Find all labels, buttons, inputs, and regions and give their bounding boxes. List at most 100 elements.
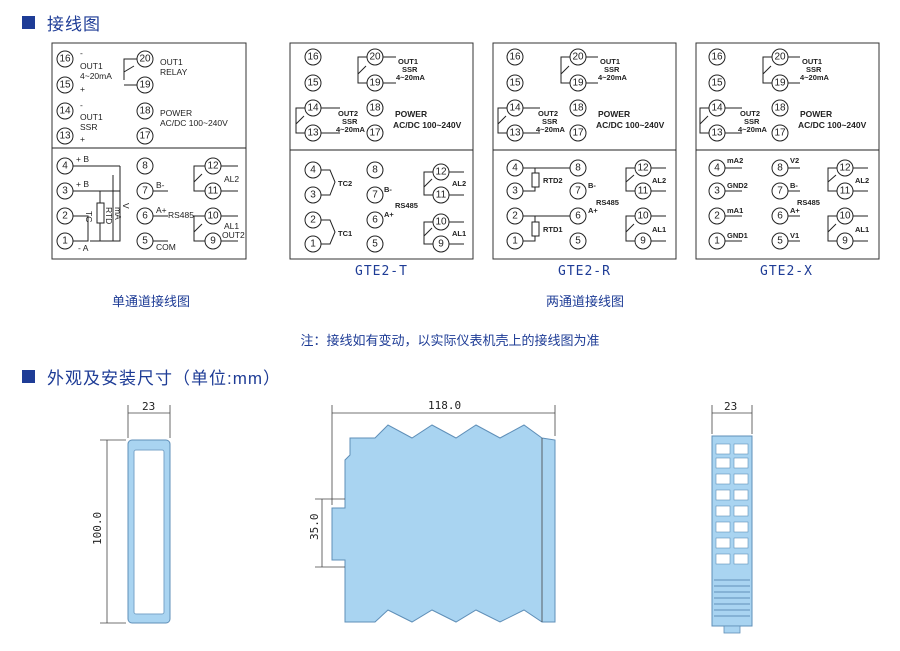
svg-text:2: 2	[714, 211, 720, 222]
rail-dimension: 35.0	[308, 514, 321, 541]
svg-text:9: 9	[640, 236, 646, 247]
svg-text:OUT2: OUT2	[740, 109, 760, 118]
svg-text:1: 1	[714, 236, 720, 247]
svg-text:10: 10	[839, 211, 851, 222]
svg-text:4~20mA: 4~20mA	[336, 125, 366, 134]
svg-text:12: 12	[839, 163, 851, 174]
svg-text:14: 14	[509, 103, 521, 114]
svg-text:2: 2	[62, 211, 68, 222]
svg-text:+ B: + B	[76, 154, 89, 164]
svg-text:mA: mA	[113, 207, 123, 220]
svg-text:18: 18	[774, 103, 786, 114]
svg-text:mA2: mA2	[727, 156, 743, 165]
svg-text:7: 7	[142, 186, 148, 197]
terminal-6: 6	[136, 207, 154, 225]
terminal-18: 18	[136, 102, 154, 120]
svg-text:RELAY: RELAY	[160, 67, 188, 77]
svg-text:V2: V2	[790, 156, 799, 165]
svg-text:AL2: AL2	[224, 174, 239, 184]
svg-text:1: 1	[62, 236, 68, 247]
t-terminal-18: 18	[366, 99, 384, 117]
svg-text:1: 1	[512, 236, 518, 247]
svg-text:AL1: AL1	[224, 221, 239, 231]
svg-text:15: 15	[59, 80, 71, 91]
svg-text:RTD2: RTD2	[543, 176, 563, 185]
terminal-2: 2	[56, 207, 74, 225]
svg-text:AL2: AL2	[855, 176, 869, 185]
svg-text:4: 4	[714, 163, 720, 174]
gte2-t-panel: 16 15 14 13 OUT2 SSR 4~20mA 20 19 18 17 …	[289, 42, 474, 260]
svg-text:16: 16	[59, 54, 71, 65]
svg-text:+ B: + B	[76, 179, 89, 189]
svg-text:15: 15	[307, 78, 319, 89]
model-label-r: GTE2-R	[558, 264, 611, 279]
svg-text:-: -	[80, 48, 83, 58]
t-terminal-6: 6	[366, 211, 384, 229]
svg-text:4: 4	[62, 161, 68, 172]
svg-text:5: 5	[142, 236, 148, 247]
svg-text:COM: COM	[156, 242, 176, 252]
svg-text:TC: TC	[84, 211, 94, 222]
svg-text:4~20mA: 4~20mA	[80, 71, 112, 81]
svg-text:19: 19	[774, 78, 786, 89]
svg-text:7: 7	[575, 186, 581, 197]
svg-text:17: 17	[572, 128, 584, 139]
t-terminal-3: 3	[304, 186, 322, 204]
svg-text:6: 6	[575, 211, 581, 222]
length-dimension: 118.0	[428, 399, 461, 412]
terminal-view: 23	[711, 400, 753, 634]
t-terminal-17: 17	[366, 124, 384, 142]
svg-text:V1: V1	[790, 231, 799, 240]
svg-text:+: +	[80, 84, 85, 94]
terminal-13: 13	[56, 127, 74, 145]
terminal-17: 17	[136, 127, 154, 145]
svg-text:8: 8	[372, 165, 378, 176]
svg-text:9: 9	[842, 236, 848, 247]
svg-text:TC2: TC2	[338, 179, 352, 188]
svg-text:16: 16	[711, 52, 723, 63]
svg-text:17: 17	[369, 128, 381, 139]
gte2-x-panel: 16 15 14 13 OUT2 SSR 4~20mA 20 19 18 17 …	[695, 42, 880, 260]
terminal-14: 14	[56, 102, 74, 120]
wiring-section-header: 接线图	[22, 10, 101, 35]
svg-text:20: 20	[572, 52, 584, 63]
front-width-dimension: 23	[142, 400, 155, 413]
svg-text:8: 8	[575, 163, 581, 174]
t-terminal-8: 8	[366, 161, 384, 179]
svg-text:AC/DC 100~240V: AC/DC 100~240V	[798, 120, 867, 130]
svg-text:16: 16	[307, 52, 319, 63]
model-label-t: GTE2-T	[355, 264, 408, 279]
t-terminal-20: 20	[366, 48, 384, 66]
front-view: 23 100.0	[91, 400, 171, 624]
svg-text:RS485: RS485	[395, 201, 418, 210]
svg-text:B-: B-	[790, 181, 798, 190]
svg-text:20: 20	[774, 52, 786, 63]
t-terminal-7: 7	[366, 186, 384, 204]
svg-text:5: 5	[777, 236, 783, 247]
svg-text:B-: B-	[384, 185, 392, 194]
svg-text:6: 6	[142, 211, 148, 222]
terminal-4: 4	[56, 157, 74, 175]
svg-text:14: 14	[59, 106, 71, 117]
svg-text:3: 3	[512, 186, 518, 197]
svg-text:SSR: SSR	[542, 117, 558, 126]
svg-text:- A: - A	[78, 243, 89, 253]
svg-text:RS485: RS485	[168, 210, 194, 220]
svg-text:OUT2: OUT2	[222, 230, 245, 240]
svg-text:OUT1: OUT1	[802, 57, 822, 66]
svg-text:SSR: SSR	[402, 65, 418, 74]
single-channel-panel: 16 15 14 13 - + - + OUT1 4~20mA OUT1 SSR…	[51, 42, 247, 260]
t-terminal-12: 12	[432, 163, 450, 181]
svg-text:-: -	[80, 100, 83, 110]
t-terminal-11: 11	[432, 186, 450, 204]
svg-text:POWER: POWER	[598, 109, 630, 119]
terminal-3: 3	[56, 182, 74, 200]
svg-text:13: 13	[307, 128, 319, 139]
t-terminal-1: 1	[304, 235, 322, 253]
terminal-7: 7	[136, 182, 154, 200]
side-view: 118.0 35.0	[308, 399, 556, 623]
svg-text:AC/DC 100~240V: AC/DC 100~240V	[596, 120, 665, 130]
svg-text:RTD: RTD	[104, 207, 114, 224]
svg-text:AL2: AL2	[652, 176, 666, 185]
svg-text:OUT1: OUT1	[80, 61, 103, 71]
